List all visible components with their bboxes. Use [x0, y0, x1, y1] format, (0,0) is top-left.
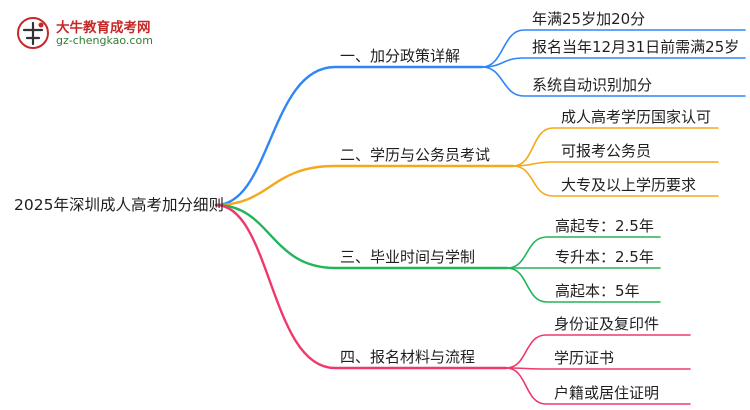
logo-url: gz-chengkao.com: [56, 34, 153, 47]
leaf-label: 报名当年12月31日前需满25岁: [532, 38, 740, 56]
site-logo[interactable]: 大牛教育成考网 gz-chengkao.com: [10, 14, 180, 54]
leaf-connector: [512, 161, 719, 167]
branch-connector: [214, 203, 508, 370]
leaf-connector: [512, 127, 719, 167]
root-topic: 2025年深圳成人高考加分细则: [14, 196, 224, 214]
leaf-connector: [512, 165, 719, 197]
leaf-label: 可报考公务员: [561, 142, 652, 160]
leaf-label: 户籍或居住证明: [554, 384, 660, 402]
branch-label: 二、学历与公务员考试: [340, 146, 491, 164]
leaf-label: 高起专：2.5年: [555, 217, 654, 235]
branch-label: 一、加分政策详解: [340, 47, 461, 65]
branch-connector: [214, 65, 484, 207]
branch-label: 三、毕业时间与学制: [340, 248, 476, 266]
branch-label: 四、报名材料与流程: [340, 348, 476, 366]
leaf-connector: [481, 57, 746, 68]
leaf-connector: [481, 66, 746, 97]
branch-connector: [214, 164, 515, 207]
leaf-connector: [506, 236, 661, 269]
logo-title: 大牛教育成考网: [56, 20, 151, 36]
leaf-label: 成人高考学历国家认可: [561, 108, 712, 126]
leaf-label: 学历证书: [554, 349, 615, 367]
branch-connector: [214, 203, 509, 270]
leaf-label: 专升本：2.5年: [555, 248, 654, 266]
leaf-label: 系统自动识别加分: [532, 76, 653, 94]
leaf-label: 身份证及复印件: [554, 315, 660, 333]
leaf-label: 大专及以上学历要求: [561, 176, 697, 194]
ox-logo-icon: [17, 17, 49, 49]
leaf-connector: [481, 29, 746, 68]
leaf-label: 年满25岁加20分: [532, 10, 646, 28]
leaf-connector: [505, 367, 691, 405]
leaf-connector: [505, 367, 691, 370]
leaf-connector: [506, 267, 661, 303]
leaf-label: 高起本：5年: [555, 282, 640, 300]
leaf-connector: [505, 334, 691, 369]
